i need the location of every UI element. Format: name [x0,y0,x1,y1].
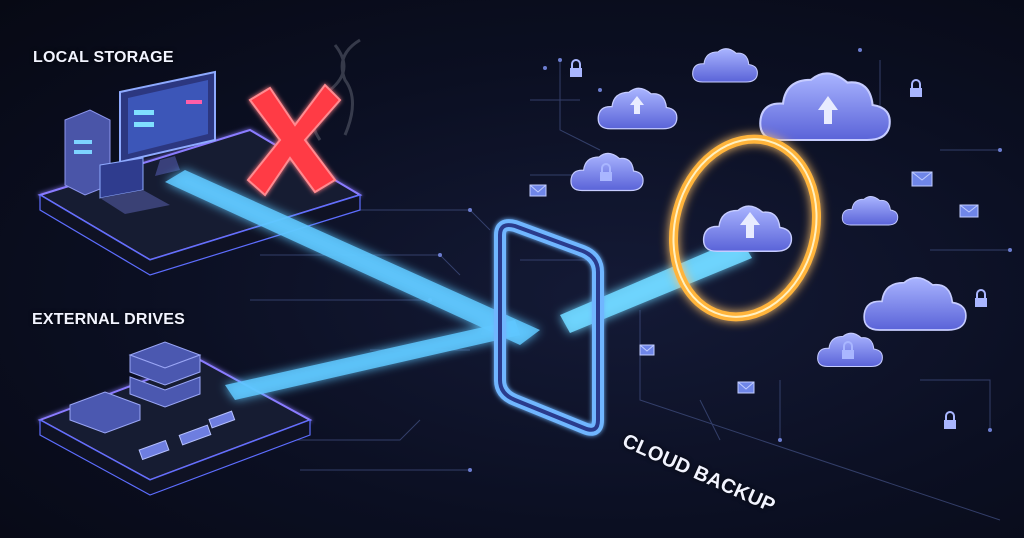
cloud-lock-icon [817,332,883,368]
envelope-icons [529,171,979,394]
red-x-icon [246,83,342,197]
envelope-icon [529,184,547,197]
lock-icon [975,289,987,307]
lock-icon [600,163,612,181]
lock-icon [842,341,854,359]
cloud-upload-icon [692,48,758,83]
desktop-computer-icon [119,70,216,176]
envelope-icon [911,171,933,187]
upload-arrows [630,96,838,238]
external-drives-platform [37,341,313,496]
cloud-icon [863,276,967,331]
lock-icons [570,59,987,429]
server-tower-icon [64,109,111,196]
external-drives-label: EXTERNAL DRIVES [32,311,185,328]
cloud-cluster [570,48,967,368]
lock-icon [944,411,956,429]
local-storage-label: LOCAL STORAGE [33,49,174,66]
cloud-upload-icon [841,195,899,226]
laptop-icon [99,157,170,214]
data-beams [165,170,752,400]
gateway-frame-icon [494,219,604,436]
usb-drive-icon [138,410,236,461]
envelope-icon [737,381,755,394]
envelope-icon [959,204,979,218]
envelope-icon [639,344,655,356]
server-stack-icon [69,341,202,434]
cloud-lock-icon [570,152,644,192]
lock-icon [910,79,922,97]
lock-icon [570,59,582,77]
glowing-ring-icon [668,134,822,322]
